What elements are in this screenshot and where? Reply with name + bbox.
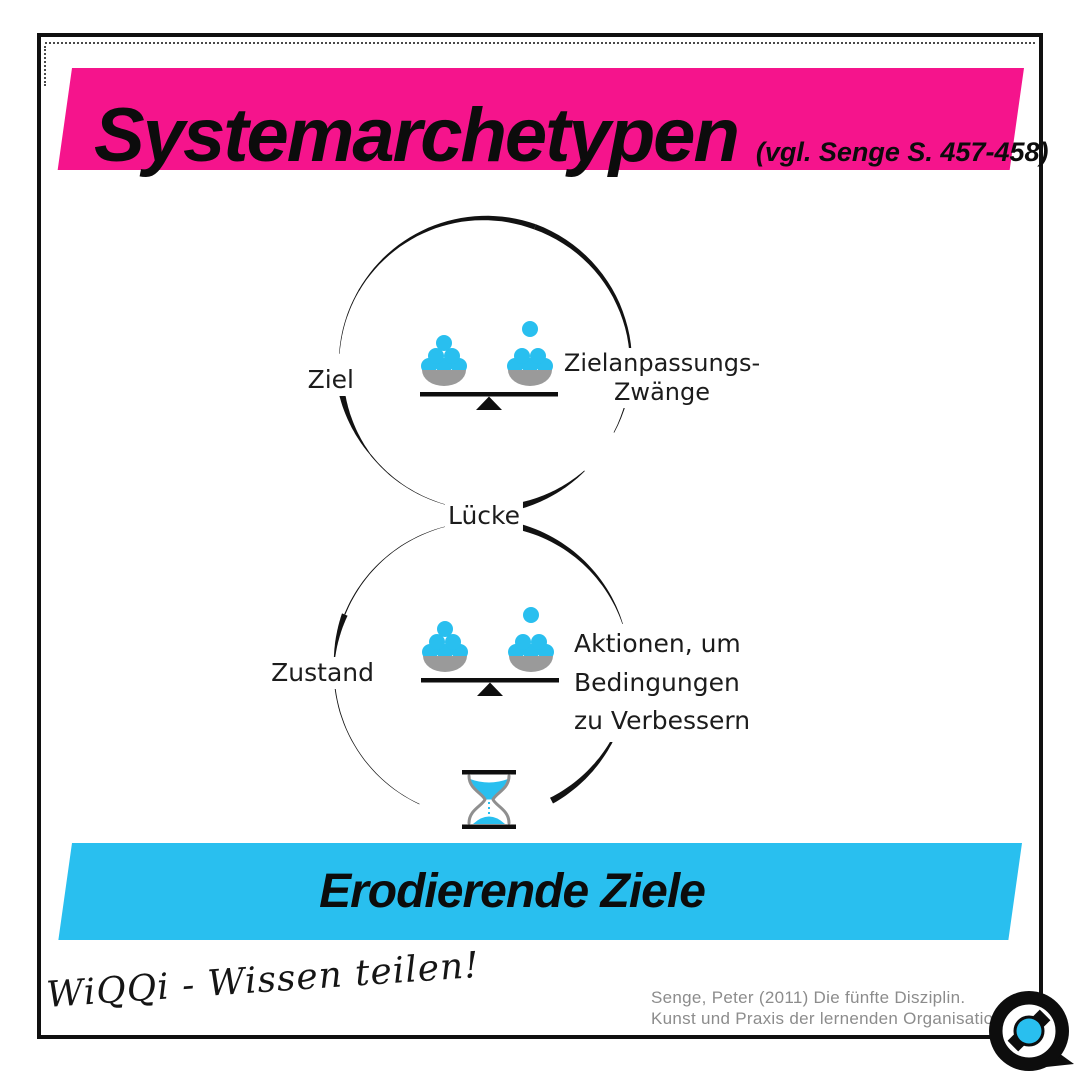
perforation-line-left xyxy=(44,46,46,86)
label-zielanpassungs: Zielanpassungs- Zwänge xyxy=(560,348,764,408)
balance-scale-icon xyxy=(421,607,559,696)
page-subtitle: (vgl. Senge S. 457-458) xyxy=(755,137,1049,167)
label-line: Zwänge xyxy=(613,378,710,406)
logo-ring xyxy=(1002,1004,1056,1058)
citation: Senge, Peter (2011) Die fünfte Disziplin… xyxy=(651,987,1003,1029)
citation-line: Kunst und Praxis der lernenden Organisat… xyxy=(651,1009,1004,1028)
label-luecke: Lücke xyxy=(444,500,524,532)
archetype-title: Erodierende Ziele xyxy=(319,865,706,918)
header-banner: Systemarchetypen (vgl. Senge S. 457-458) xyxy=(57,68,1049,174)
label-line: Zielanpassungs- xyxy=(563,349,761,377)
label-line: Aktionen, um xyxy=(574,629,741,658)
label-zustand: Zustand xyxy=(268,657,377,689)
label-line: Bedingungen xyxy=(574,667,740,697)
balance-scale-icon xyxy=(420,321,558,410)
logo-bridge xyxy=(1007,1031,1028,1052)
logo-center-dot xyxy=(1016,1018,1042,1044)
logo-bridge xyxy=(1030,1009,1051,1030)
label-ziel: Ziel xyxy=(304,364,357,396)
label-line: zu Verbessern xyxy=(574,706,751,735)
citation-line: Senge, Peter (2011) Die fünfte Disziplin… xyxy=(651,988,966,1007)
label-aktionen: Aktionen, um Bedingungen zu Verbessern xyxy=(571,624,754,742)
perforation-line xyxy=(45,42,1035,44)
page-title: Systemarchetypen xyxy=(94,93,740,178)
archetype-banner: Erodierende Ziele xyxy=(58,843,1022,940)
page-frame xyxy=(37,33,1043,1039)
top-loop-circle xyxy=(338,215,632,510)
wiqqi-logo xyxy=(989,991,1074,1071)
hourglass-icon xyxy=(462,770,516,829)
